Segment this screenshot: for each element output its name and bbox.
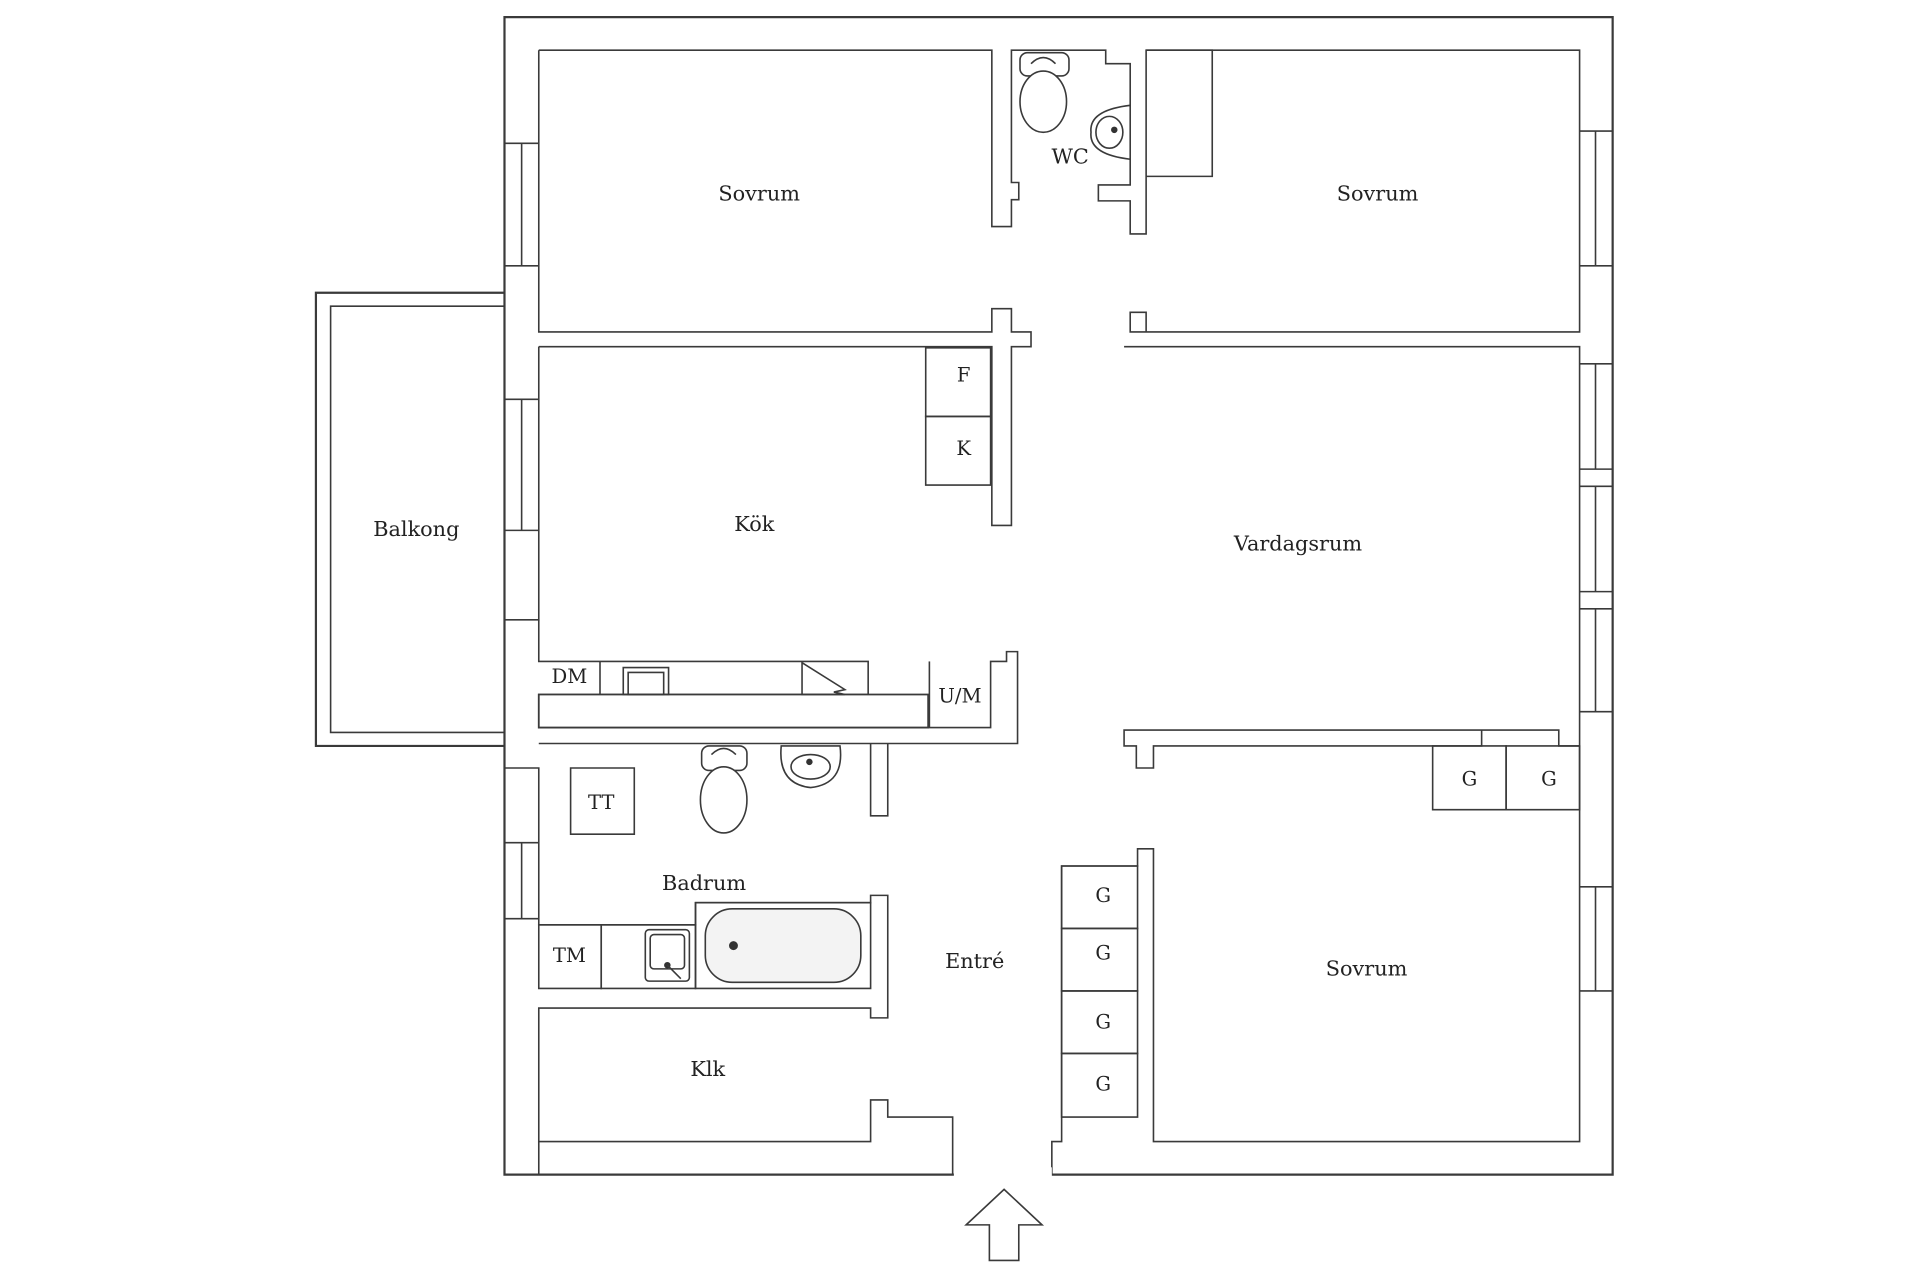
- fixture-label-wardrobe-4: G: [1095, 942, 1111, 965]
- fixture-label-freezer: K: [956, 437, 971, 460]
- entrance-arrow-icon: [966, 1189, 1042, 1260]
- wardrobe-hall-4-box: [1062, 1053, 1138, 1117]
- room-label-kok: Kök: [734, 512, 774, 536]
- dryer-box: [571, 768, 635, 834]
- room-label-sovrum-nw: Sovrum: [718, 181, 800, 205]
- room-label-wc: WC: [1052, 145, 1089, 169]
- toilet-icon: [700, 746, 747, 833]
- fixture-label-wardrobe-3: G: [1095, 884, 1111, 907]
- room-wc-wall: [1098, 50, 1212, 234]
- room-label-entre: Entré: [945, 949, 1004, 973]
- badrum-east-wall: [871, 744, 888, 816]
- room-label-vardagsrum: Vardagsrum: [1233, 532, 1362, 556]
- window-east-5: [1580, 887, 1613, 991]
- wardrobe-se-2-box: [1506, 746, 1579, 810]
- balcony-outline: [316, 293, 505, 746]
- fixture-label-washer: TM: [553, 944, 586, 967]
- freezer-box: [926, 416, 991, 485]
- bath-sink-icon: [645, 930, 689, 981]
- balcony-inner: [331, 306, 505, 732]
- bath-sink-tap: [667, 965, 680, 978]
- room-label-klk: Klk: [690, 1057, 725, 1081]
- wc-sink-icon: [1091, 105, 1130, 159]
- fixture-label-dryer: TT: [588, 791, 614, 814]
- kitchen-counter-outline: [539, 620, 1018, 744]
- kitchen-sink-basin: [628, 672, 664, 694]
- sink-icon: [781, 746, 841, 788]
- outer-wall: [504, 17, 1612, 1175]
- wc-toilet-icon: [1020, 53, 1069, 133]
- fixture-label-wardrobe-1: G: [1462, 768, 1478, 791]
- fixture-label-dishwasher: DM: [552, 665, 588, 688]
- bath-sink-basin: [650, 935, 684, 969]
- window-west-1: [504, 143, 538, 265]
- window-east-1: [1580, 131, 1613, 266]
- corridor-north-wall: [1124, 347, 1580, 768]
- window-east-4: [1580, 609, 1613, 712]
- fixture-label-oven: U/M: [938, 684, 981, 707]
- stove-icon: [802, 663, 845, 695]
- fixture-label-fridge: F: [957, 364, 971, 387]
- room-sovrum-ne-wall: [1130, 50, 1579, 332]
- fixture-label-wardrobe-2: G: [1541, 768, 1557, 791]
- entrance-door-gap: [953, 1167, 1052, 1183]
- room-sovrum-nw-wall: [539, 50, 1130, 226]
- room-label-badrum: Badrum: [662, 871, 746, 895]
- bathtub-drain: [730, 942, 737, 949]
- window-east-3: [1580, 486, 1613, 591]
- bathtub-icon: [696, 903, 871, 989]
- window-west-2: [504, 399, 538, 530]
- kitchen-counter-bar: [539, 695, 928, 728]
- room-label-sovrum-ne: Sovrum: [1337, 181, 1419, 205]
- fixture-label-wardrobe-5: G: [1095, 1010, 1111, 1033]
- fixture-label-wardrobe-6: G: [1095, 1073, 1111, 1096]
- entre-east-wall: [1052, 746, 1580, 1175]
- kitchen-sink-icon: [623, 668, 668, 695]
- room-label-sovrum-se: Sovrum: [1326, 957, 1408, 981]
- room-label-balkong: Balkong: [373, 517, 459, 541]
- window-west-3: [504, 843, 538, 919]
- window-east-2: [1580, 364, 1613, 469]
- room-sovrum-nw-wall-lower: [539, 50, 1031, 525]
- bathtub-basin: [705, 909, 861, 982]
